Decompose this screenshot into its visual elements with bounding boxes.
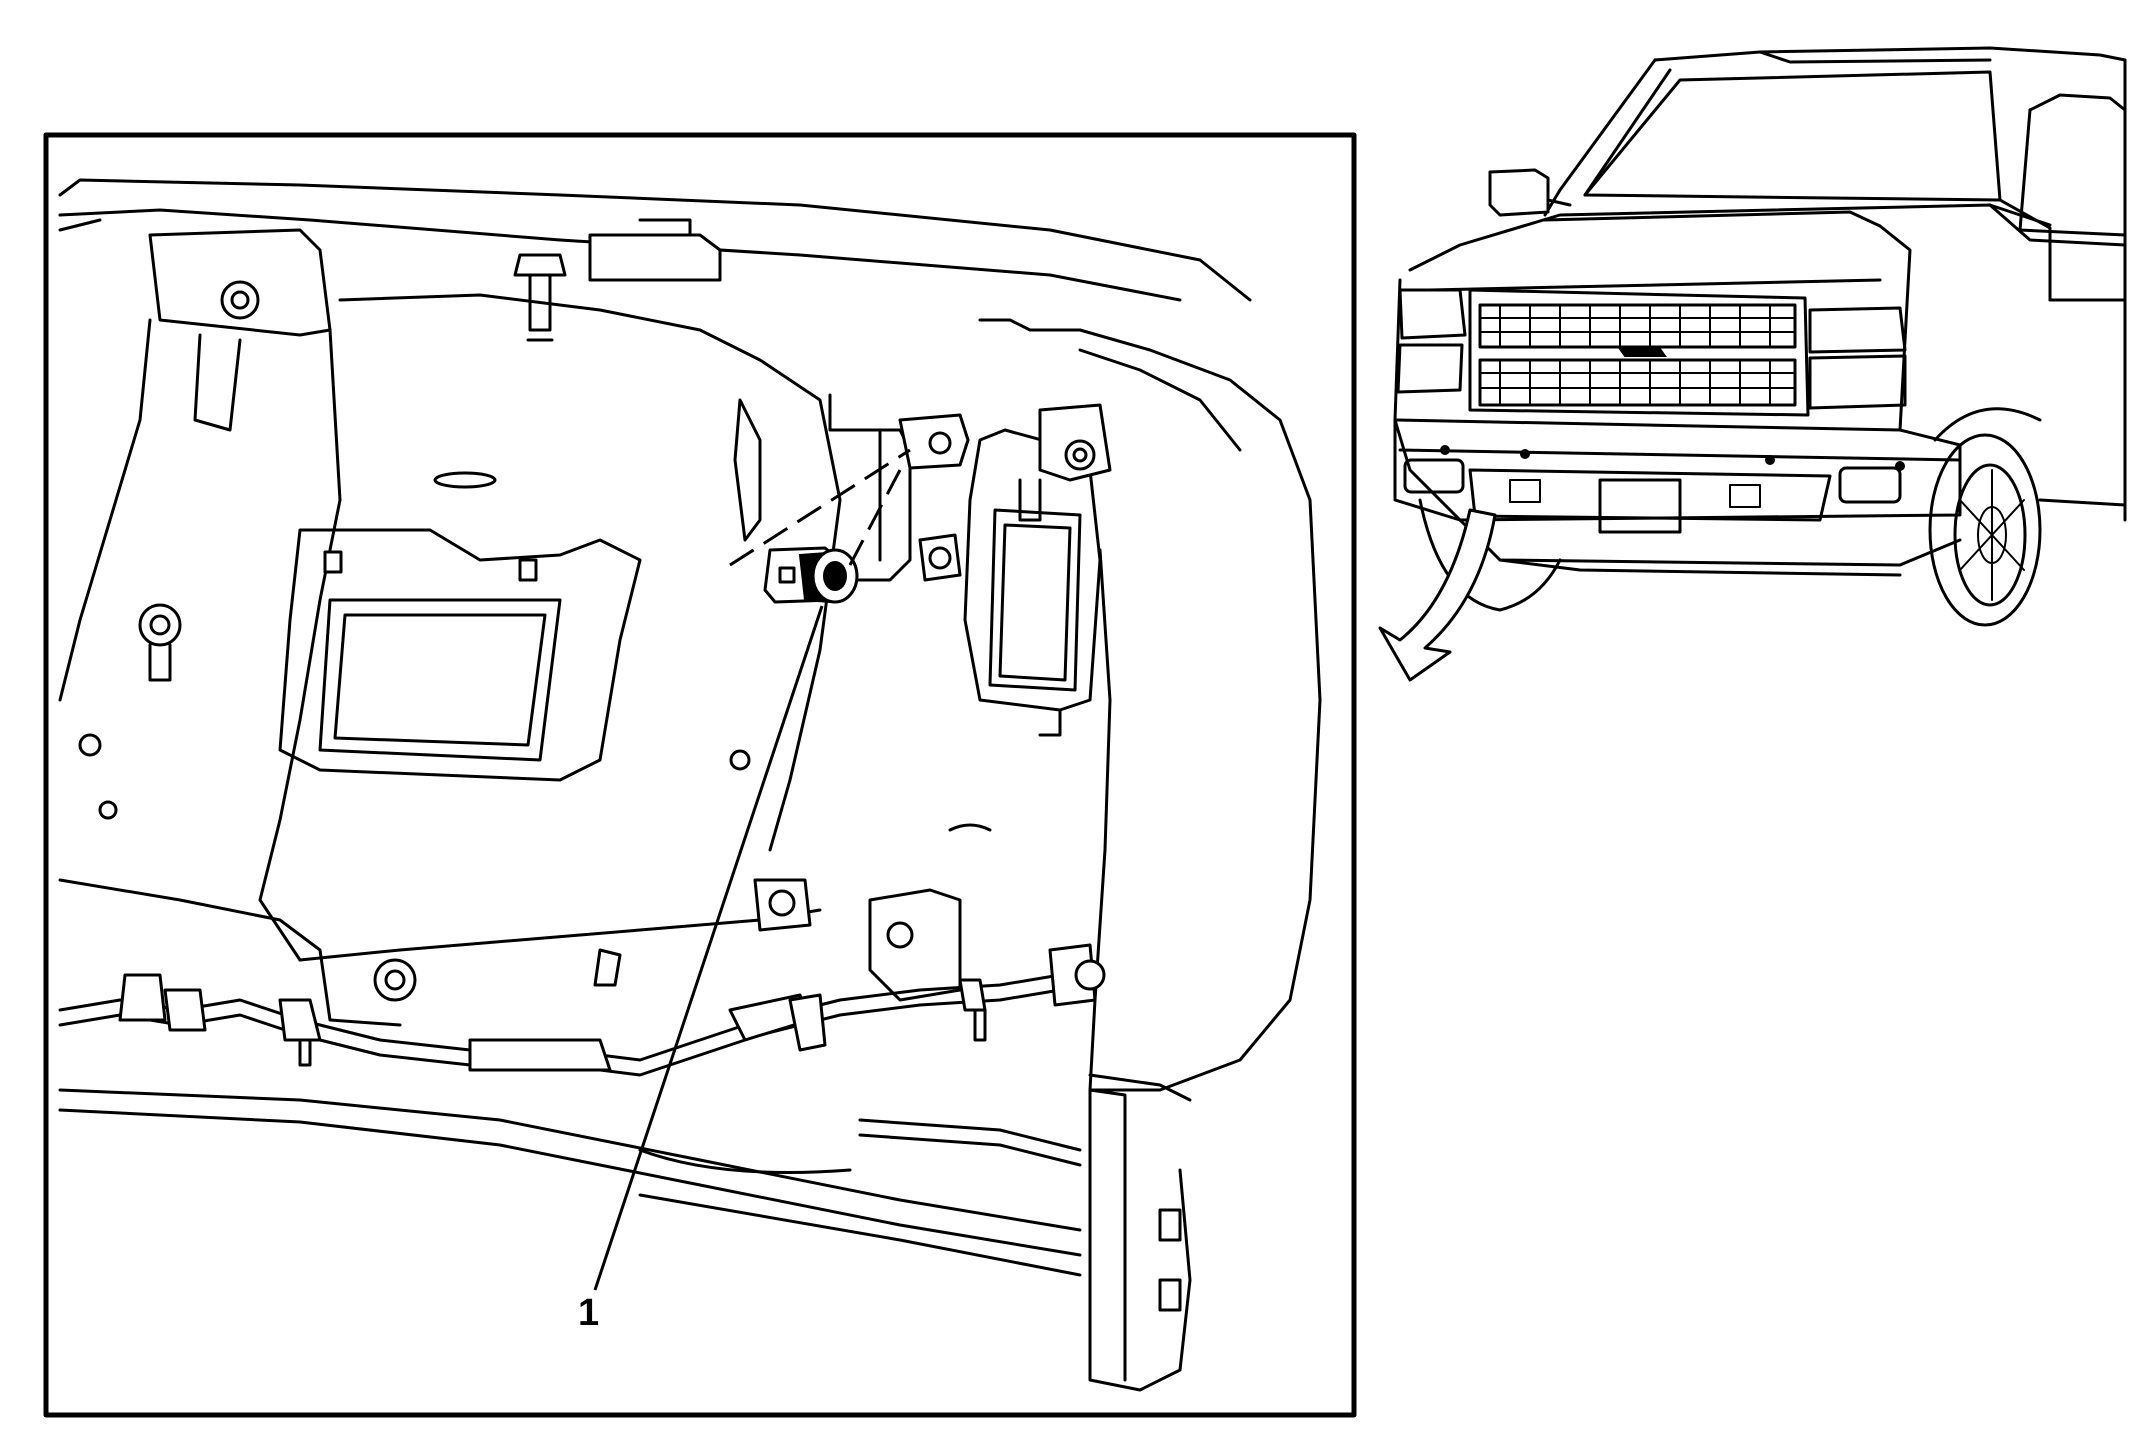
detail-view-frame	[43, 132, 1357, 1418]
grille	[1468, 288, 1810, 417]
lower-end-bolt	[1048, 943, 1106, 1007]
front-wheel-right	[1928, 407, 2042, 627]
bumper-opening-left	[278, 528, 642, 782]
front-wheel-left	[1418, 498, 1562, 612]
headlight-right	[1808, 306, 1907, 410]
top-bolt	[513, 253, 567, 342]
left-side-bolt	[138, 603, 182, 682]
inner-bumper-panel	[58, 293, 842, 962]
installation-guide-lines	[729, 448, 911, 567]
bumper-opening-right	[963, 403, 1112, 737]
detail-view	[43, 132, 1357, 1418]
lower-mount-nut-left	[753, 878, 812, 932]
callout-1-label: 1	[578, 1292, 599, 1334]
left-mount-bracket	[148, 228, 332, 432]
truck-overview-illustration	[1378, 46, 2127, 682]
headlight-left	[1396, 288, 1467, 394]
bumper-end-cap	[978, 318, 1322, 1392]
wiring-harness	[58, 948, 1062, 1077]
view-direction-arrow	[1378, 508, 1497, 682]
lower-mount-nut-right	[868, 888, 962, 1002]
lower-bolt	[373, 958, 417, 1002]
sensor-bracket	[828, 393, 970, 582]
park-assist-sensor	[763, 546, 859, 604]
side-mirror	[1488, 168, 1572, 217]
callout-1-leader	[593, 605, 824, 1291]
